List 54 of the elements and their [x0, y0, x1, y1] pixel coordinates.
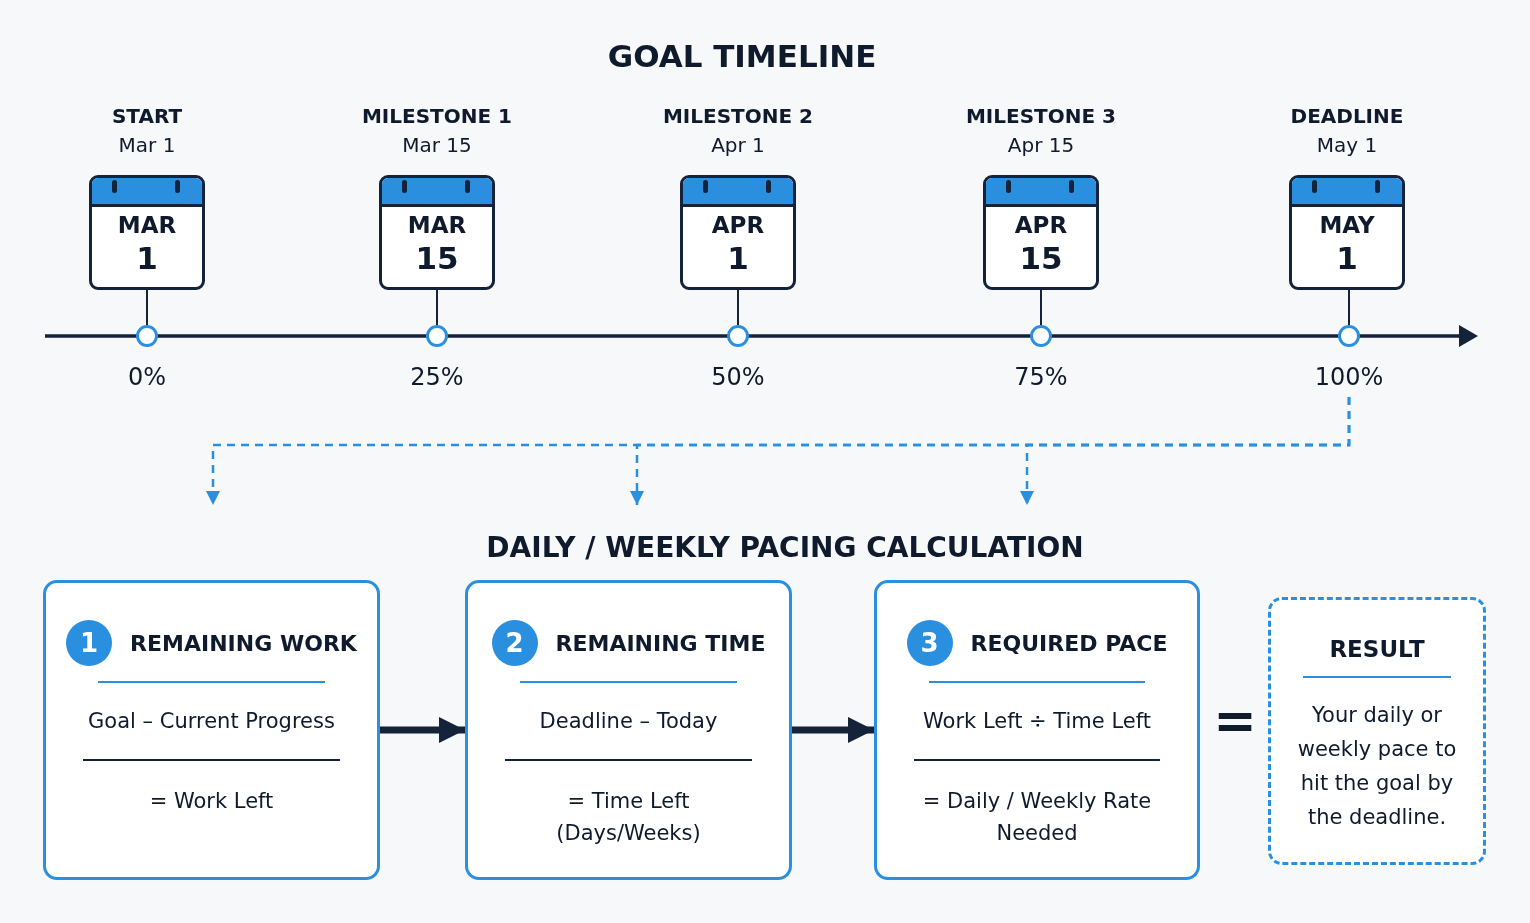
calendar-month: APR — [710, 212, 766, 238]
connector-line — [1040, 289, 1042, 326]
milestone-heading: MILESTONE 3 — [964, 104, 1118, 128]
calendar-day: 15 — [382, 240, 492, 276]
milestone-heading: START — [110, 104, 184, 128]
equals-sign: = — [1212, 690, 1258, 750]
step-number-badge: 2 — [491, 620, 538, 666]
arrow — [1020, 397, 1351, 505]
step-title: REMAINING TIME — [555, 630, 766, 656]
formula-text: Work Left ÷ Time Left — [922, 709, 1152, 733]
arrow — [792, 717, 874, 743]
section-heading: DAILY / WEEKLY PACING CALCULATION — [486, 532, 1084, 564]
date-text: Mar 1 — [117, 133, 177, 157]
date-text: Mar 15 — [401, 133, 473, 157]
result-text: Your daily or weekly pace to hit the goal by the deadline. — [1296, 702, 1458, 831]
percent-label: 50% — [710, 363, 766, 391]
step-title: REMAINING WORK — [130, 630, 357, 656]
connector-line — [737, 289, 739, 326]
milestone-heading: MILESTONE 2 — [661, 104, 815, 128]
milestone-heading: DEADLINE — [1289, 104, 1405, 128]
date-text: Apr 15 — [1006, 133, 1076, 157]
connector-line — [146, 289, 148, 326]
result-formula: = Work Left — [148, 788, 275, 815]
diagram-title: GOAL TIMELINE — [606, 38, 878, 74]
result-formula: = Time Left (Days/Weeks) — [555, 788, 702, 847]
calendar-day: 1 — [683, 240, 793, 276]
calendar-day: 1 — [92, 240, 202, 276]
percent-label: 25% — [409, 363, 465, 391]
calendar-month: MAY — [1318, 212, 1376, 238]
result-card — [1268, 597, 1486, 865]
percent-label: 75% — [1013, 363, 1069, 391]
percent-label: 100% — [1313, 363, 1385, 391]
calendar-month: APR — [1013, 212, 1069, 238]
connector-line — [436, 289, 438, 326]
step-card — [43, 580, 380, 880]
calendar-day: 15 — [986, 240, 1096, 276]
calendar-day: 1 — [1292, 240, 1402, 276]
calendar-month: MAR — [116, 212, 178, 238]
step-card — [465, 580, 792, 880]
percent-label: 0% — [126, 363, 168, 391]
arrow — [380, 717, 465, 743]
step-title: REQUIRED PACE — [970, 630, 1168, 656]
date-text: May 1 — [1315, 133, 1379, 157]
step-number-badge: 1 — [66, 620, 113, 666]
date-text: Apr 1 — [710, 133, 766, 157]
formula-text: Deadline – Today — [538, 709, 719, 733]
result-title: RESULT — [1329, 636, 1425, 662]
step-card — [874, 580, 1200, 880]
calendar-month: MAR — [406, 212, 468, 238]
result-formula: = Daily / Weekly Rate Needed — [921, 788, 1153, 847]
milestone-heading: MILESTONE 1 — [360, 104, 514, 128]
step-number-badge: 3 — [906, 620, 953, 666]
connector-line — [1348, 289, 1350, 326]
formula-text: Goal – Current Progress — [87, 709, 336, 733]
